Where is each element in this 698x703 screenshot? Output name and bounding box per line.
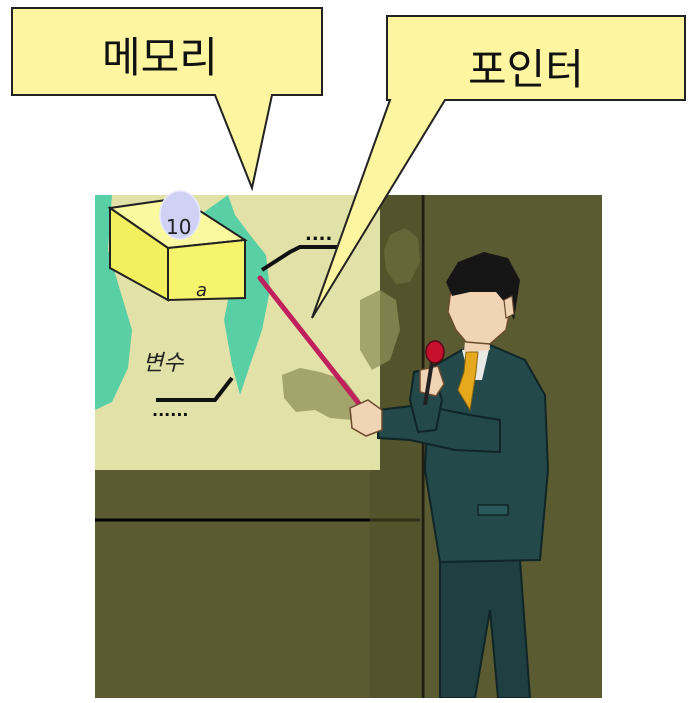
map-region-left — [95, 195, 132, 410]
memory-box-icon: 10 a — [107, 190, 248, 302]
callout-memory-text: 메모리 — [102, 33, 218, 82]
tie — [457, 351, 479, 412]
value-egg-icon — [159, 190, 201, 240]
microphone-icon — [423, 340, 445, 406]
callout-pointer: 포인터 — [311, 15, 686, 319]
dots-top: .... — [305, 224, 332, 245]
callout-pointer-bubble — [311, 15, 686, 319]
suit-pocket — [477, 504, 509, 516]
variable-label: 변수 — [143, 351, 184, 376]
presenter-shadow-head — [384, 228, 420, 284]
box-front — [167, 238, 246, 302]
box-name: a — [196, 280, 207, 301]
pointer-stick-icon — [257, 275, 363, 408]
presenter-ear — [503, 295, 515, 319]
presenter-torso — [423, 343, 550, 564]
leader-top — [260, 245, 355, 272]
presenter-shadow — [282, 290, 400, 420]
dots-bottom: ...... — [152, 401, 188, 420]
leader-bottom — [156, 376, 234, 402]
callout-pointer-text: 포인터 — [468, 45, 584, 94]
box-value: 10 — [166, 215, 191, 239]
callout-memory-bubble — [11, 7, 323, 192]
presenter-hair — [446, 252, 520, 320]
presenter-hand-pointer — [349, 399, 383, 437]
callout-memory: 메모리 — [11, 7, 323, 192]
person-presenter-icon — [349, 252, 550, 699]
